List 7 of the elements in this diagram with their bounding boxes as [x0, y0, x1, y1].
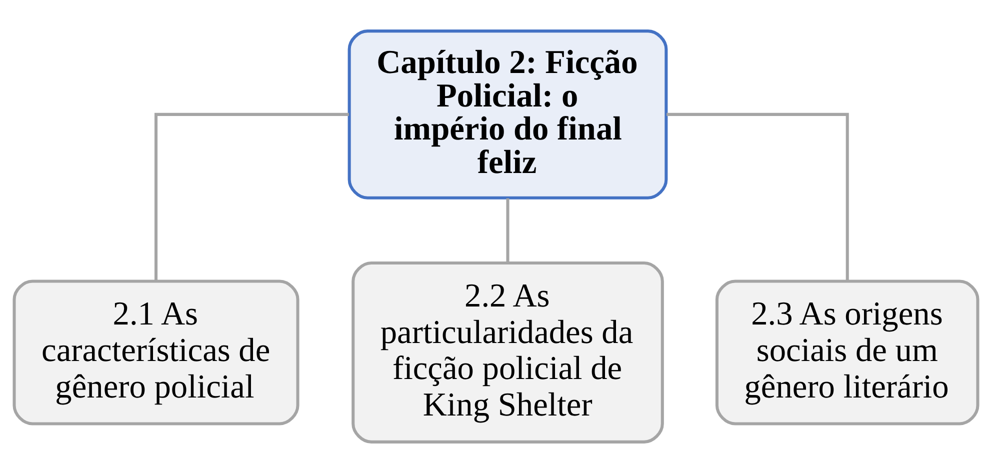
connector — [506, 198, 510, 262]
node-box: 2.2 As particularidades da ficção policial de King Shelter — [352, 261, 664, 443]
connector — [666, 112, 849, 281]
connector — [154, 112, 349, 281]
node-box: 2.3 As origens sociais de um gênero literário — [715, 279, 980, 425]
node-box: 2.1 As características de gênero policial — [12, 279, 300, 425]
node-box: Capítulo 2: Ficção Policial: o império do final feliz — [348, 29, 668, 199]
